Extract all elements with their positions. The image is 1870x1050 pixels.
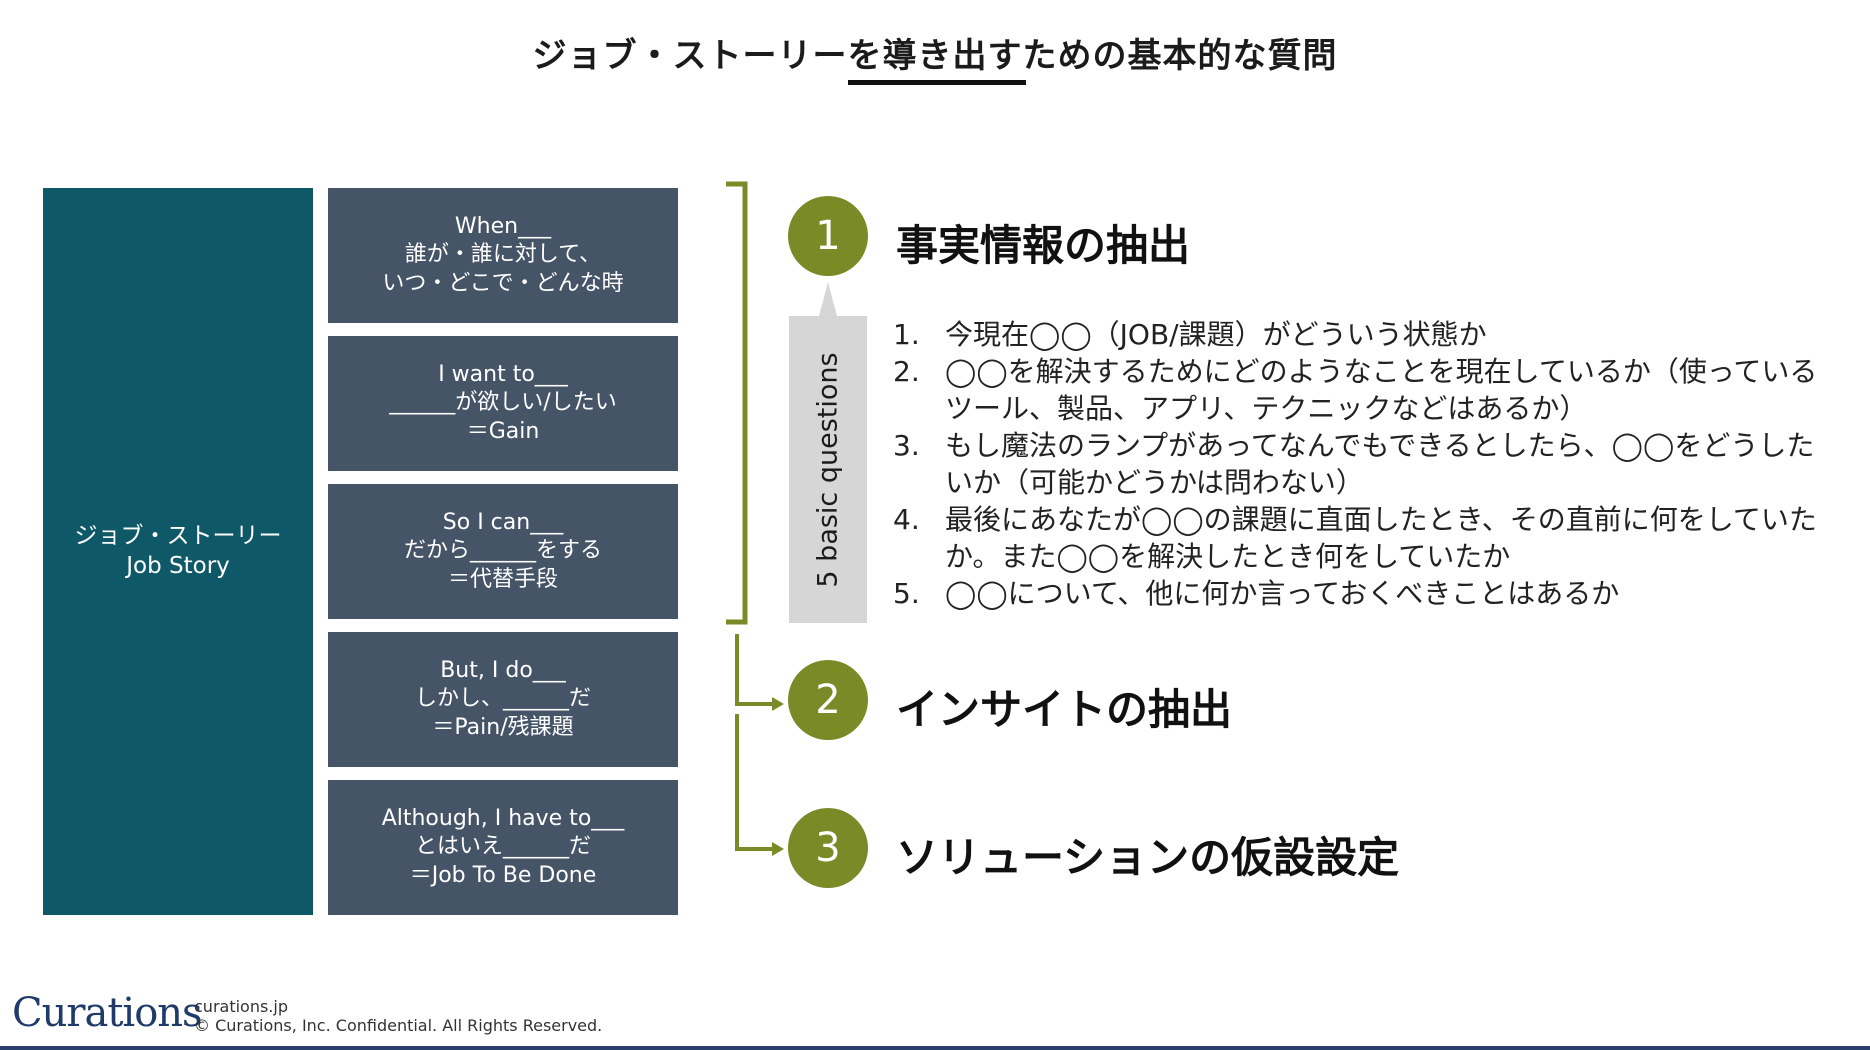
question-text: ◯◯を解決するためにどのようなことを現在しているか（使っているツール、製品、アプ…	[945, 355, 1818, 425]
question-item: 3. もし魔法のランプがあってなんでもできるとしたら、◯◯をどうしたいか（可能か…	[893, 427, 1823, 501]
question-text: ◯◯について、他に何か言っておくべきことはあるか	[945, 577, 1620, 610]
question-item: 5. ◯◯について、他に何か言っておくべきことはあるか	[893, 575, 1823, 612]
story-row-but: But, I do___ しかし、______だ ＝Pain/残課題	[328, 632, 678, 767]
step-2-badge: 2	[788, 660, 868, 740]
title-underline	[848, 80, 1026, 85]
row-line-3: ＝Gain	[466, 418, 540, 444]
row-line-2: だから______をする	[403, 538, 602, 564]
footer-url: curations.jp	[194, 997, 288, 1016]
callout-pointer	[819, 282, 837, 316]
footer-copyright: © Curations, Inc. Confidential. All Righ…	[194, 1016, 603, 1035]
question-text: 今現在◯◯（JOB/課題）がどういう状態か	[945, 318, 1487, 351]
step-1-heading: 事実情報の抽出	[896, 221, 1191, 270]
story-row-when: When___ 誰が・誰に対して、 いつ・どこで・どんな時	[328, 188, 678, 323]
arrowhead-3	[772, 842, 784, 856]
row-line-2: しかし、______だ	[414, 686, 591, 712]
row-line-1: But, I do___	[440, 658, 566, 684]
row-line-1: Although, I have to___	[381, 806, 625, 832]
bottom-rule	[0, 1046, 1870, 1050]
step-1-badge: 1	[788, 196, 868, 276]
question-text: 最後にあなたが◯◯の課題に直面したとき、その直前に何をしていたか。また◯◯を解決…	[945, 503, 1817, 573]
arrow-line-2	[735, 634, 772, 706]
question-number: 4.	[893, 503, 920, 536]
story-row-want: I want to___ ______が欲しい/したい ＝Gain	[328, 336, 678, 471]
row-line-3: ＝Job To Be Done	[409, 862, 597, 888]
question-list: 1. 今現在◯◯（JOB/課題）がどういう状態か 2. ◯◯を解決するためにどの…	[893, 316, 1823, 612]
row-line-2: ______が欲しい/したい	[389, 390, 617, 416]
question-item: 2. ◯◯を解決するためにどのようなことを現在しているか（使っているツール、製品…	[893, 353, 1823, 427]
row-line-3: いつ・どこで・どんな時	[382, 270, 624, 296]
bracket-shape	[726, 181, 748, 625]
question-text: もし魔法のランプがあってなんでもできるとしたら、◯◯をどうしたいか（可能かどうか…	[945, 429, 1815, 499]
job-story-column: ジョブ・ストーリー Job Story	[43, 188, 313, 915]
step-3-badge: 3	[788, 808, 868, 888]
question-number: 3.	[893, 429, 920, 462]
curations-logo: Curations	[12, 990, 203, 1036]
row-line-3: ＝代替手段	[447, 566, 558, 592]
question-number: 1.	[893, 318, 920, 351]
job-story-label-ja: ジョブ・ストーリー	[74, 522, 282, 549]
story-row-although: Although, I have to___ とはいえ______だ ＝Job …	[328, 780, 678, 915]
five-questions-label: 5 basic questions	[789, 316, 867, 623]
arrow-line-3	[735, 714, 772, 851]
five-questions-text: 5 basic questions	[812, 351, 844, 588]
step-2-heading: インサイトの抽出	[896, 685, 1233, 734]
story-row-so-i-can: So I can___ だから______をする ＝代替手段	[328, 484, 678, 619]
arrowhead-2	[772, 697, 784, 711]
question-number: 5.	[893, 577, 920, 610]
row-line-2: 誰が・誰に対して、	[404, 242, 602, 268]
row-line-1: I want to___	[438, 362, 568, 388]
page-title: ジョブ・ストーリーを導き出すための基本的な質問	[532, 36, 1338, 76]
row-line-2: とはいえ______だ	[414, 834, 591, 860]
row-line-1: When___	[454, 214, 552, 240]
question-item: 1. 今現在◯◯（JOB/課題）がどういう状態か	[893, 316, 1823, 353]
question-number: 2.	[893, 355, 920, 388]
job-story-label-en: Job Story	[126, 552, 230, 579]
row-line-1: So I can___	[442, 510, 564, 536]
step-3-heading: ソリューションの仮設設定	[896, 833, 1400, 882]
row-line-3: ＝Pain/残課題	[432, 714, 574, 740]
question-item: 4. 最後にあなたが◯◯の課題に直面したとき、その直前に何をしていたか。また◯◯…	[893, 501, 1823, 575]
